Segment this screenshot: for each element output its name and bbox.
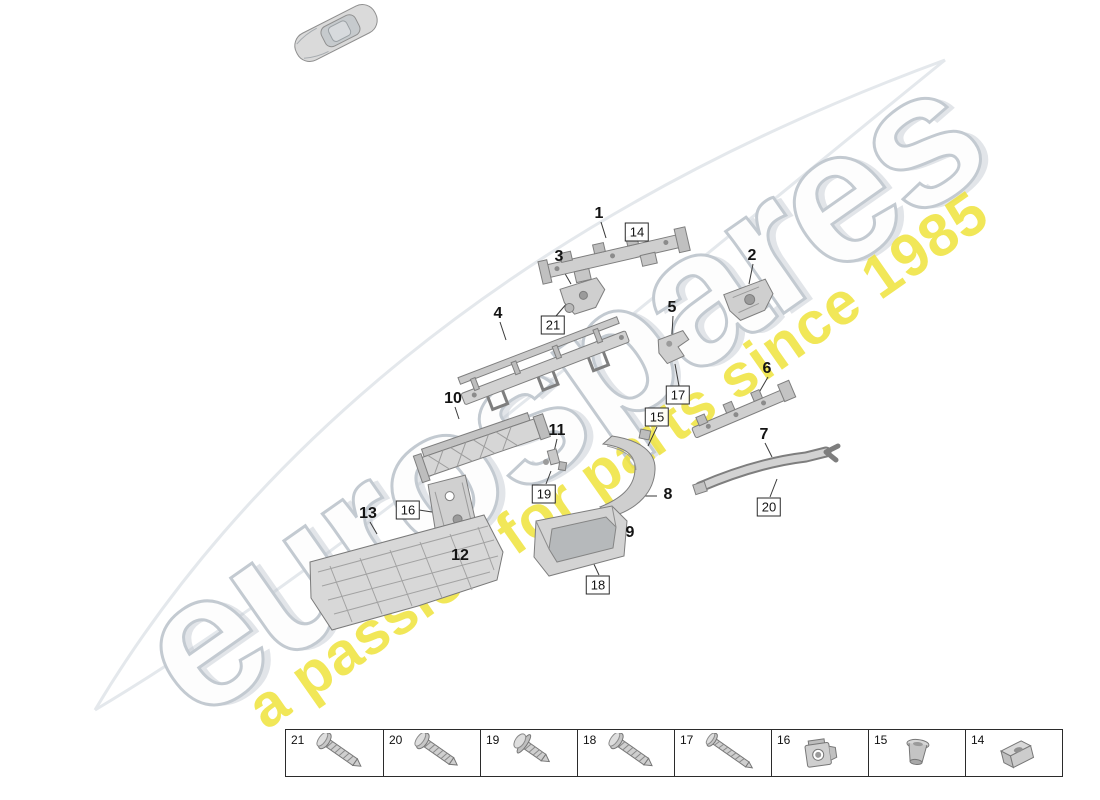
legend-ref-label: 17 — [680, 733, 694, 747]
cage-nut-icon — [796, 733, 852, 778]
legend-ref-label: 20 — [389, 733, 403, 747]
part-callout-7: 7 — [759, 426, 769, 443]
legend-cell-17: 17 — [674, 730, 771, 776]
car-top-view-icon — [294, 3, 378, 63]
legend-cell-16: 16 — [771, 730, 868, 776]
part-5-bracket — [657, 329, 690, 365]
pan-head-screw-icon — [408, 731, 472, 778]
boxed-ref-16: 16 — [395, 500, 421, 520]
long-screw-icon — [699, 732, 763, 778]
part-callout-8: 8 — [663, 486, 673, 503]
part-13-lower-grille — [309, 514, 504, 631]
legend-cell-14: 14 — [965, 730, 1062, 776]
part-8-air-guide — [598, 428, 656, 517]
part-callout-6: 6 — [762, 360, 772, 377]
part-7-brace-tube — [692, 443, 841, 496]
part-10-radiator-support — [412, 412, 552, 484]
boxed-ref-21: 21 — [540, 315, 566, 335]
clip-nut-icon — [990, 733, 1046, 778]
part-callout-5: 5 — [667, 299, 677, 316]
legend-ref-label: 21 — [291, 733, 305, 747]
part-6-support-bar — [691, 379, 797, 439]
legend-cell-19: 19 — [480, 730, 577, 776]
legend-ref-label: 18 — [583, 733, 597, 747]
legend-cell-18: 18 — [577, 730, 674, 776]
boxed-ref-14: 14 — [624, 222, 650, 242]
expanding-nut-icon — [893, 733, 941, 778]
flange-screw-icon — [505, 733, 569, 778]
legend-ref-label: 16 — [777, 733, 791, 747]
part-callout-4: 4 — [493, 305, 503, 322]
part-3-bracket — [559, 277, 606, 315]
boxed-ref-15: 15 — [644, 407, 670, 427]
part-4-carrier-bar — [457, 316, 630, 412]
legend-cell-21: 21 — [286, 730, 383, 776]
part-callout-13: 13 — [359, 505, 377, 522]
part-callout-12: 12 — [451, 547, 469, 564]
legend-cell-15: 15 — [868, 730, 965, 776]
legend-cell-20: 20 — [383, 730, 480, 776]
pan-head-screw-icon — [602, 731, 666, 778]
part-callout-3: 3 — [554, 248, 564, 265]
boxed-ref-18: 18 — [585, 575, 611, 595]
boxed-ref-20: 20 — [756, 497, 782, 517]
boxed-ref-19: 19 — [531, 484, 557, 504]
legend-ref-label: 15 — [874, 733, 888, 747]
part-9-air-duct — [533, 505, 628, 577]
part-callout-10: 10 — [444, 390, 462, 407]
boxed-ref-17: 17 — [665, 385, 691, 405]
part-2-bracket — [723, 278, 774, 321]
fastener-legend: 21 20 — [285, 729, 1063, 777]
part-callout-11: 11 — [548, 422, 566, 439]
legend-ref-label: 14 — [971, 733, 985, 747]
part-callout-2: 2 — [747, 247, 757, 264]
part-callout-9: 9 — [625, 524, 635, 541]
part-callout-1: 1 — [594, 205, 604, 222]
pan-head-screw-icon — [310, 731, 374, 778]
part-11-fasteners — [543, 448, 568, 472]
legend-ref-label: 19 — [486, 733, 500, 747]
